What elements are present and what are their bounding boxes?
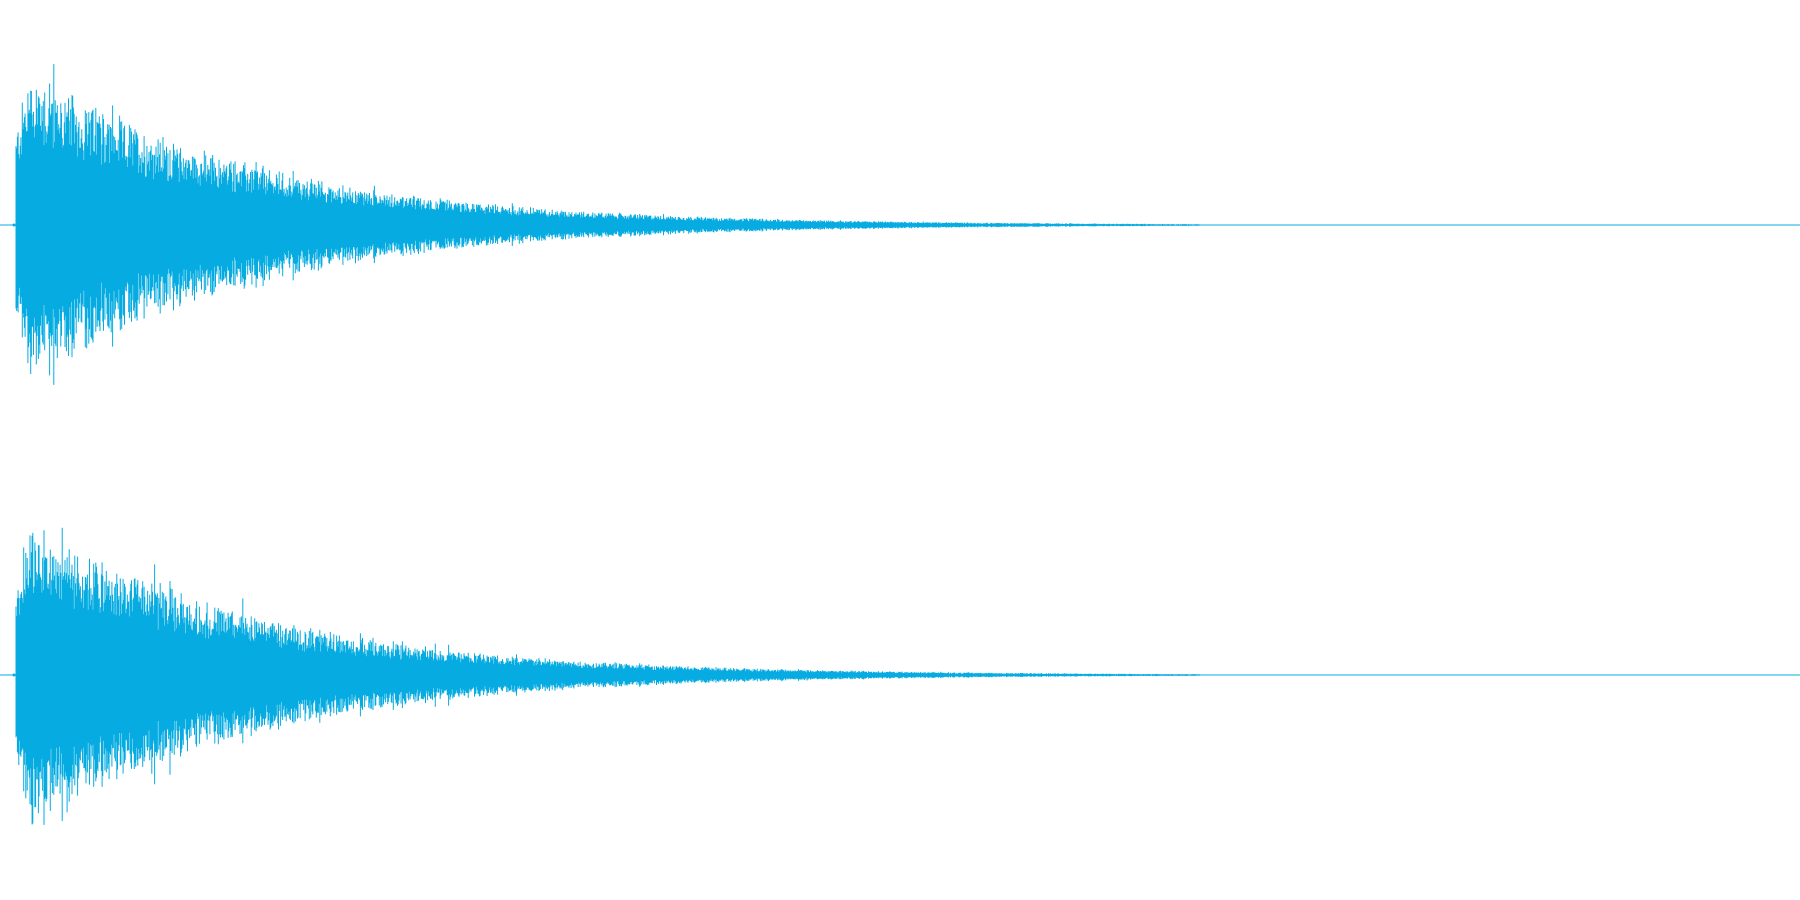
waveform-channel-2 (0, 527, 1800, 825)
waveform-channel-1 (0, 64, 1800, 385)
waveform-channel-2-start-marker (12, 673, 16, 677)
waveform-channel-1-signal (15, 64, 1201, 385)
waveform-channel-1-start-marker (12, 223, 16, 227)
waveform-channel-2-signal (15, 527, 1201, 825)
